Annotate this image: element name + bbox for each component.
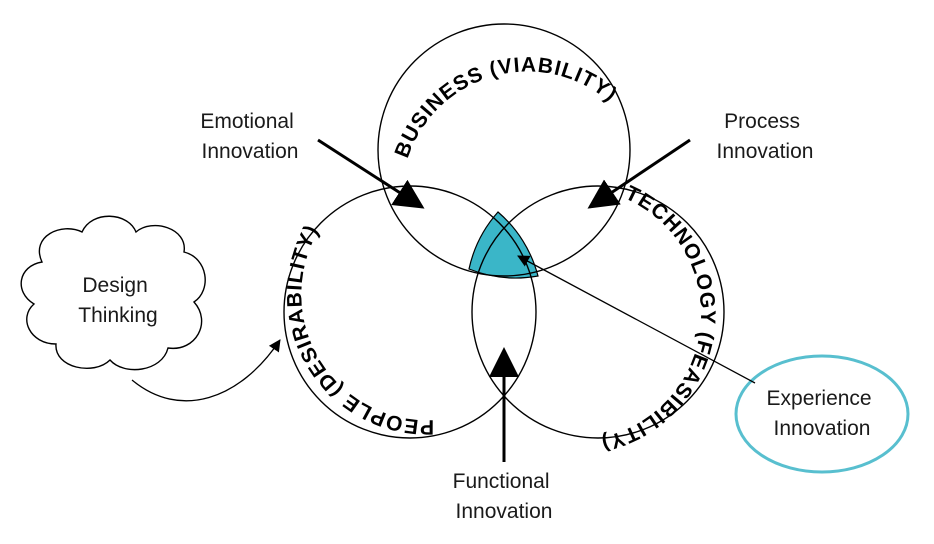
process-innovation-arrow <box>587 138 691 209</box>
experience-innovation-arrow <box>517 255 756 384</box>
emotional-innovation-label: Emotional Innovation <box>200 110 299 163</box>
business-circle <box>377 23 631 277</box>
experience-innovation-ellipse <box>734 354 910 474</box>
experience-innovation-label: Experience Innovation <box>767 387 878 440</box>
process-innovation-label: Process Innovation <box>717 110 814 163</box>
technology-circle-title: TECHNOLOGY (FEASIBILITY) <box>599 182 719 456</box>
functional-innovation-label: Functional Innovation <box>453 470 556 523</box>
business-circle-title: BUSINESS (VIABILITY) <box>390 53 621 160</box>
emotional-innovation-arrow <box>317 138 425 209</box>
design-thinking-cloud <box>20 215 206 371</box>
people-circle-title: PEOPLE (DESIRABILITY) <box>283 221 434 438</box>
design-thinking-label: Design Thinking <box>78 274 157 327</box>
design-thinking-arrow <box>131 339 281 402</box>
